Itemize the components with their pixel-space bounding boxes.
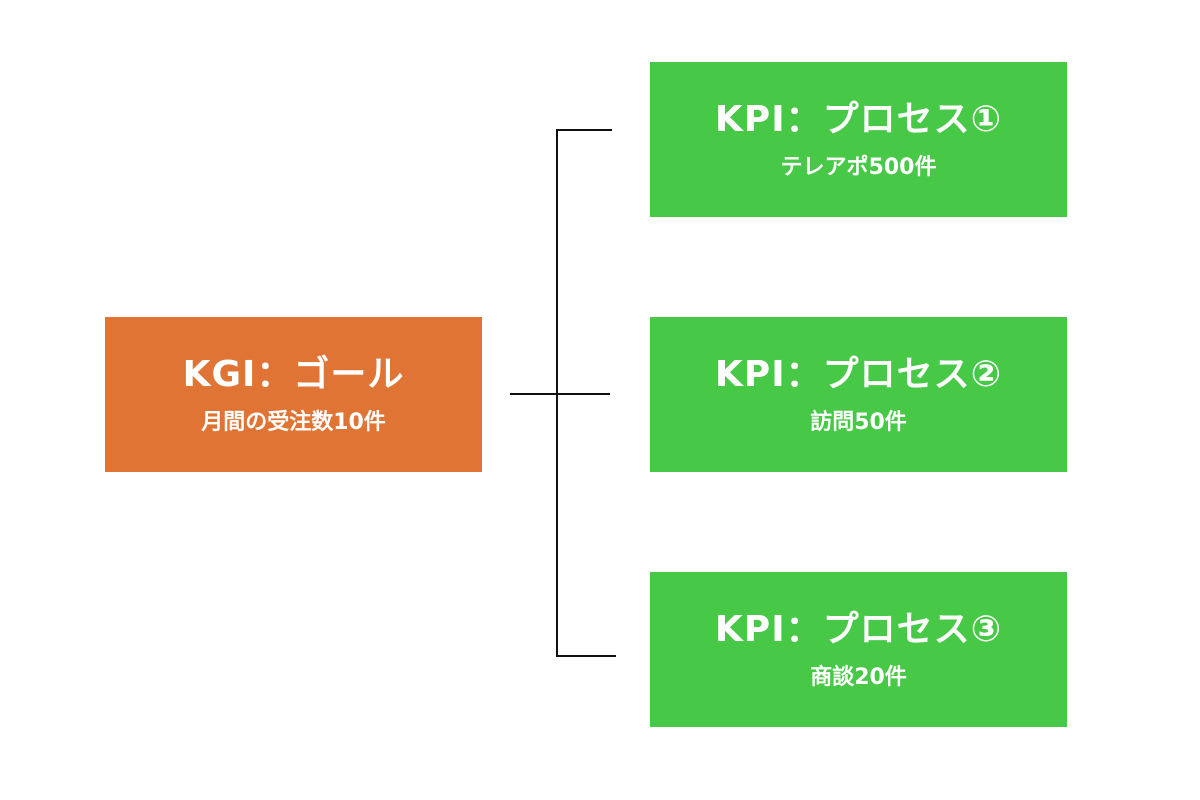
kgi-subtitle: 月間の受注数10件 [201, 409, 386, 435]
kpi-3-title: KPI：プロセス③ [714, 608, 1003, 650]
kpi-3-subtitle: 商談20件 [810, 664, 907, 690]
kpi-2-subtitle: 訪問50件 [810, 409, 907, 435]
kgi-title: KGI：ゴール [182, 353, 405, 395]
kpi-process-1-box: KPI：プロセス① テレアポ500件 [650, 62, 1067, 217]
kpi-process-2-box: KPI：プロセス② 訪問50件 [650, 317, 1067, 472]
kpi-1-title: KPI：プロセス① [714, 98, 1003, 140]
kgi-goal-box: KGI：ゴール 月間の受注数10件 [105, 317, 482, 472]
kpi-2-title: KPI：プロセス② [714, 353, 1003, 395]
kpi-1-subtitle: テレアポ500件 [780, 154, 937, 180]
kpi-process-3-box: KPI：プロセス③ 商談20件 [650, 572, 1067, 727]
